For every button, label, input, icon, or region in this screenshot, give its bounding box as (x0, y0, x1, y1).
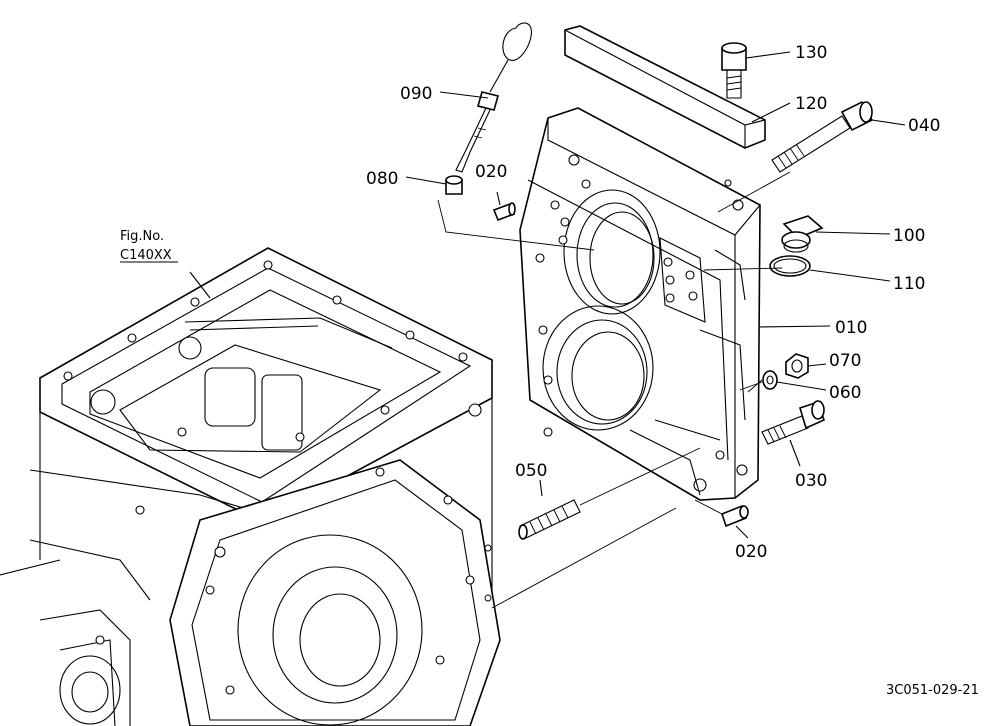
drawing-code: 3C051-029-21 (886, 683, 979, 698)
bolt-030 (761, 400, 825, 445)
figure-ref-line2: C140XX (120, 248, 172, 263)
callout-120: 120 (795, 94, 827, 114)
callout-110: 110 (893, 274, 925, 294)
callout-070: 070 (829, 351, 861, 371)
oring-110 (769, 255, 811, 277)
pin-020-lower (721, 504, 749, 528)
callout-050: 050 (515, 461, 547, 481)
callout-040: 040 (908, 116, 940, 136)
callout-020-upper: 020 (475, 162, 507, 182)
dipstick-090 (455, 22, 532, 173)
callout-020-lower: 020 (735, 542, 767, 562)
front-cover-010 (519, 107, 761, 501)
callout-010: 010 (835, 318, 867, 338)
callout-090: 090 (400, 84, 432, 104)
callout-labels: 130 120 040 090 080 020 100 110 010 070 … (120, 43, 979, 698)
plug-100 (781, 215, 824, 253)
plate-120 (564, 25, 766, 149)
callout-130: 130 (795, 43, 827, 63)
callout-100: 100 (893, 226, 925, 246)
figure-ref-line1: Fig.No. (120, 229, 164, 244)
collar-080 (445, 175, 463, 195)
callout-060: 060 (829, 383, 861, 403)
stud-050 (518, 499, 581, 540)
pin-020-upper (492, 202, 516, 222)
washer-060 (762, 370, 778, 390)
nut-070 (785, 353, 809, 379)
callout-080: 080 (366, 169, 398, 189)
transmission-case (0, 247, 501, 726)
bolt-130 (721, 42, 747, 99)
callout-030: 030 (795, 471, 827, 491)
leader-lines (189, 51, 906, 609)
